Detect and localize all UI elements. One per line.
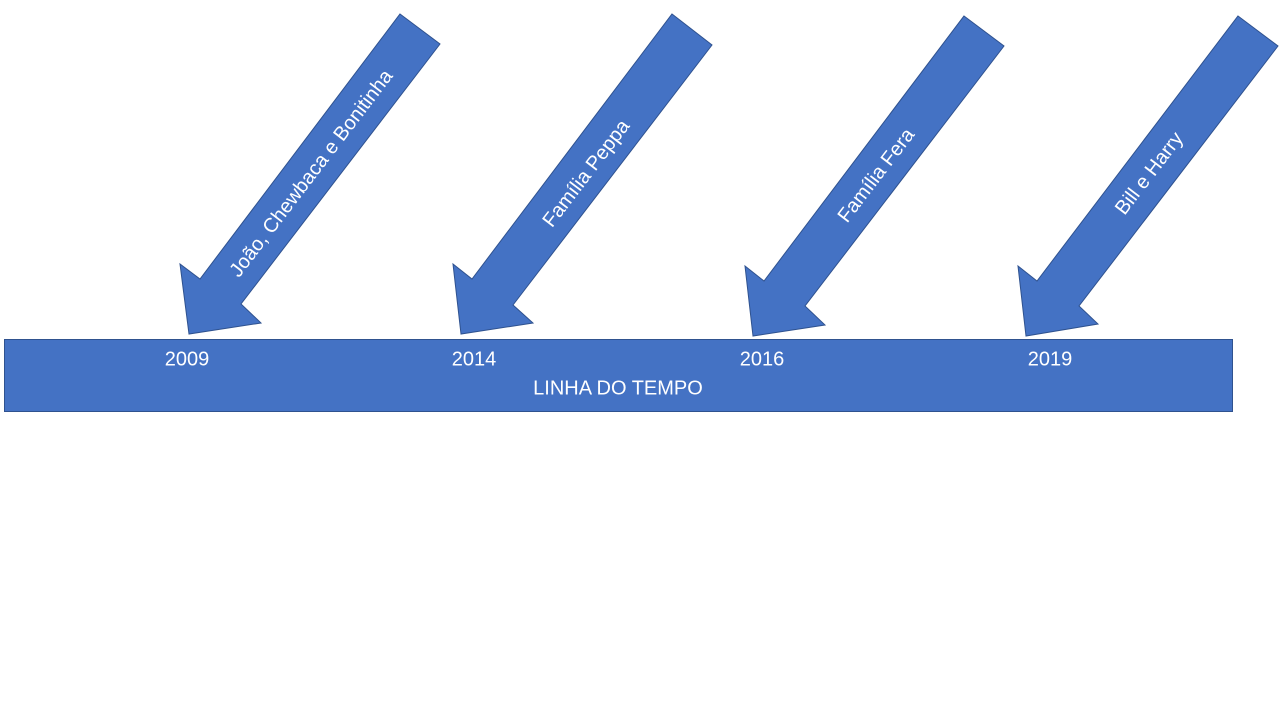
year-label-2009: 2009 [165,348,210,370]
timeline-title: LINHA DO TEMPO [533,377,703,399]
event-arrow-2: Família Peppa [452,13,713,335]
event-arrow-4: Bill e Harry [1017,15,1279,337]
year-label-2014: 2014 [452,348,497,370]
timeline-bar [4,339,1233,412]
arrow-label: João, Chewbaca e Bonitinha [225,65,398,281]
arrow-shape [179,13,441,335]
year-label-2016: 2016 [740,348,785,370]
arrow-shape [452,13,713,335]
arrow-shape [744,15,1005,337]
event-arrow-1: João, Chewbaca e Bonitinha [179,13,441,335]
arrow-shape [1017,15,1279,337]
year-label-2019: 2019 [1028,348,1073,370]
event-arrow-3: Família Fera [744,15,1005,337]
